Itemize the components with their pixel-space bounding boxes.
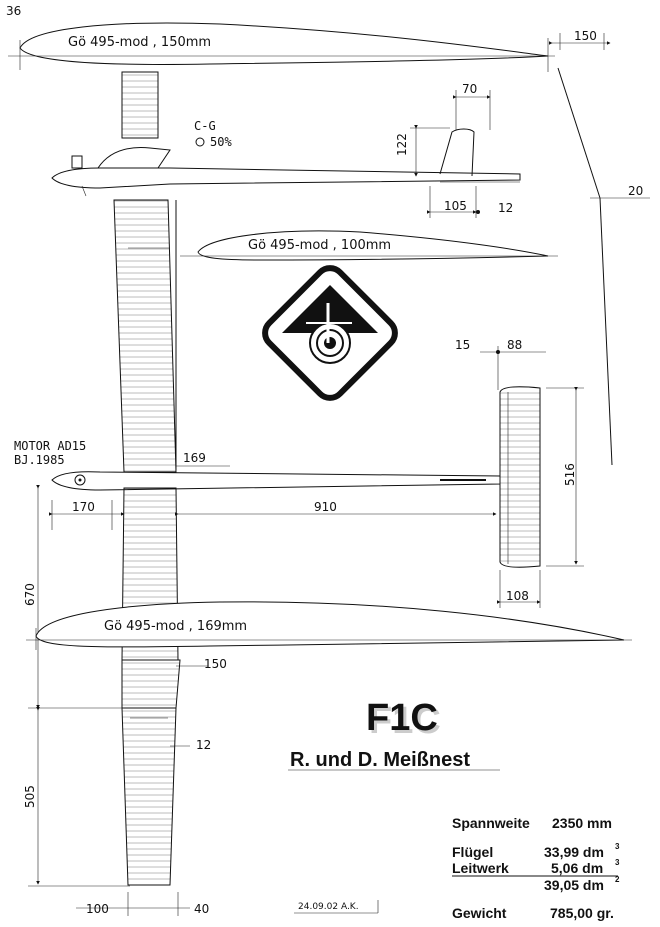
stab-side-chord: 150 20 <box>549 29 650 466</box>
tail-value: 5,06 dm <box>551 860 603 876</box>
wing-left-panel <box>113 199 177 473</box>
dim-516: 516 <box>563 463 577 486</box>
dim-12-fin: 12 <box>498 201 513 215</box>
fuselage-top: MOTOR AD15 BJ.1985 <box>14 439 501 491</box>
class-title: F1C <box>369 700 441 742</box>
dim-70: 70 <box>462 82 477 96</box>
total-value: 39,05 dm <box>544 877 604 893</box>
dim-20: 20 <box>628 184 643 198</box>
airfoil-top-label: Gö 495-mod , 150mm <box>68 35 211 50</box>
dim-169: 169 <box>183 451 206 465</box>
title-block: F1C F1C R. und D. Meißnest <box>288 697 500 771</box>
dim-100: 100 <box>86 902 109 916</box>
dim-505: 505 <box>23 785 37 808</box>
weight-label: Gewicht <box>452 905 507 921</box>
wing-value: 33,99 dm <box>544 844 604 860</box>
tail-exp: 3 <box>615 858 620 867</box>
authors: R. und D. Meißnest <box>290 749 470 771</box>
club-logo <box>262 265 398 401</box>
class-title-front: F1C <box>366 697 438 739</box>
airfoil-bottom: Gö 495-mod , 169mm <box>26 601 632 650</box>
dim-150-tip: 150 <box>204 657 227 671</box>
dim-108: 108 <box>506 589 529 603</box>
main-dimensions: 169 170 910 670 505 150 12 100 40 <box>23 451 497 916</box>
specs-table: Spannweite 2350 mm Flügel 33,99 dm 3 Lei… <box>452 815 620 921</box>
dim-150-top: 150 <box>574 29 597 43</box>
cg-value: 50% <box>210 135 232 149</box>
span-label: Spannweite <box>452 815 530 831</box>
airfoil-mid: Gö 495-mod , 100mm <box>180 230 558 261</box>
dim-105: 105 <box>444 199 467 213</box>
date-stamp: 24.09.02 A.K. <box>298 902 359 912</box>
dim-170: 170 <box>72 500 95 514</box>
wing-tip-upper <box>121 71 159 139</box>
dim-40: 40 <box>194 902 209 916</box>
fuselage-side: C-G 50% 70 122 105 12 <box>51 82 521 218</box>
dim-910: 910 <box>314 500 337 514</box>
airfoil-top: Gö 495-mod , 150mm <box>8 22 555 72</box>
total-exp: 2 <box>615 875 620 884</box>
dim-12-tip: 12 <box>196 738 211 752</box>
page-number: 36 <box>6 4 21 18</box>
airfoil-mid-label: Gö 495-mod , 100mm <box>248 238 391 253</box>
dim-122: 122 <box>395 133 409 156</box>
airfoil-bottom-label: Gö 495-mod , 169mm <box>104 619 247 634</box>
span-value: 2350 mm <box>552 815 612 831</box>
dim-88: 88 <box>507 338 522 352</box>
stabilizer-top: 516 15 88 108 <box>455 338 584 608</box>
wing-right-panel <box>121 487 181 886</box>
tail-label: Leitwerk <box>452 860 509 876</box>
cg-label: C-G <box>194 119 216 133</box>
dim-670: 670 <box>23 583 37 606</box>
motor-line2: BJ.1985 <box>14 453 65 467</box>
dim-15: 15 <box>455 338 470 352</box>
wing-exp: 3 <box>615 842 620 851</box>
weight-value: 785,00 gr. <box>550 905 614 921</box>
motor-line1: MOTOR AD15 <box>14 439 86 453</box>
wing-label: Flügel <box>452 844 493 860</box>
